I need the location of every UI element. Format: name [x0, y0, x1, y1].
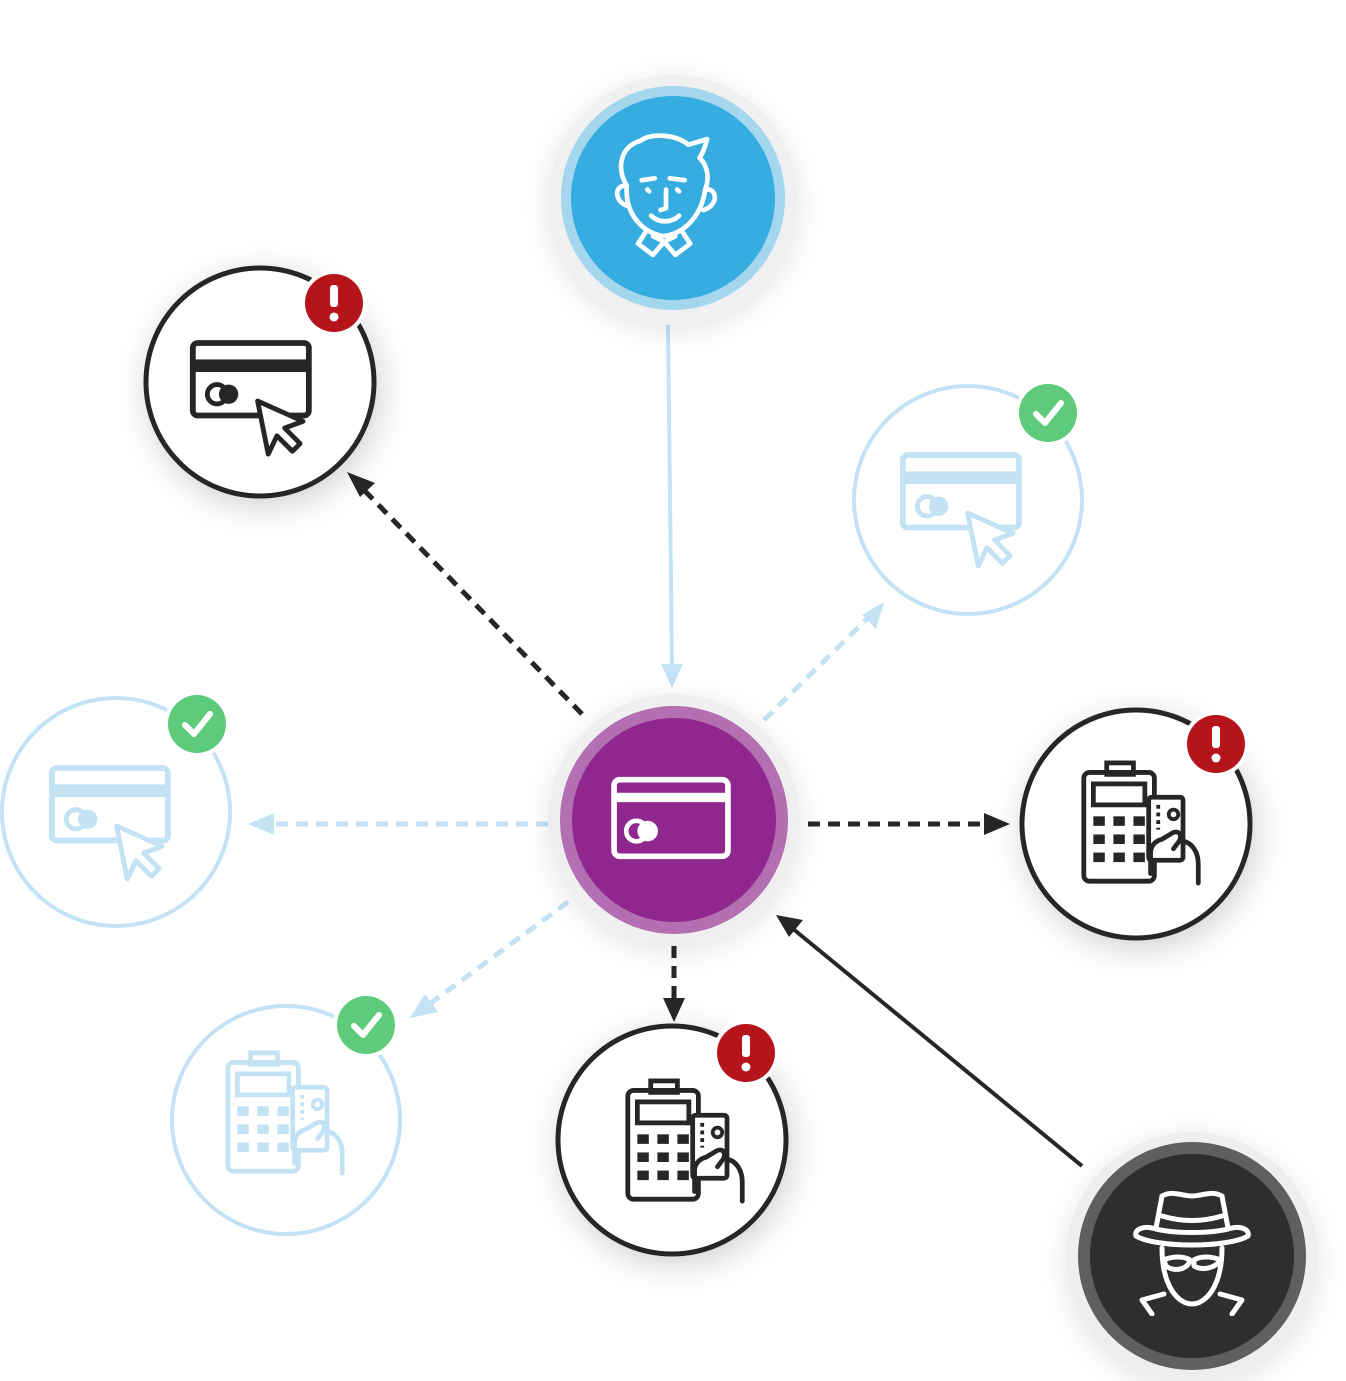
- edge-card-to-online-legit-right: [762, 602, 884, 722]
- check-badge-icon: [164, 691, 230, 757]
- fraudster-node[interactable]: [1066, 1132, 1318, 1381]
- edge-card-to-pos-legit-bottom-left: [410, 899, 570, 1018]
- online-legit-left-node[interactable]: [0, 691, 232, 928]
- edge-card-to-online-fraud-top-left: [347, 472, 584, 716]
- online-legit-right-node[interactable]: [852, 380, 1084, 616]
- payment-card-node[interactable]: [548, 694, 800, 946]
- online-fraud-top-left-node[interactable]: [143, 265, 377, 499]
- edge-fraudster-to-card: [776, 915, 1084, 1168]
- edge-user-to-card: [661, 324, 683, 688]
- node-layer: [0, 75, 1318, 1381]
- edge-card-to-pos-fraud-right: [808, 813, 1010, 835]
- check-badge-icon: [333, 992, 399, 1058]
- pos-legit-bottom-left-node[interactable]: [170, 992, 402, 1236]
- check-badge-icon: [1015, 380, 1081, 446]
- edge-card-to-online-legit-left: [248, 813, 548, 835]
- alert-badge-icon: [713, 1020, 779, 1086]
- pos-fraud-bottom-node[interactable]: [555, 1020, 789, 1257]
- pos-fraud-right-node[interactable]: [1019, 707, 1253, 941]
- edge-layer: [248, 324, 1084, 1168]
- alert-badge-icon: [301, 270, 367, 336]
- edge-card-to-pos-fraud-bottom: [663, 946, 685, 1022]
- user-node[interactable]: [548, 75, 798, 325]
- alert-badge-icon: [1183, 711, 1249, 777]
